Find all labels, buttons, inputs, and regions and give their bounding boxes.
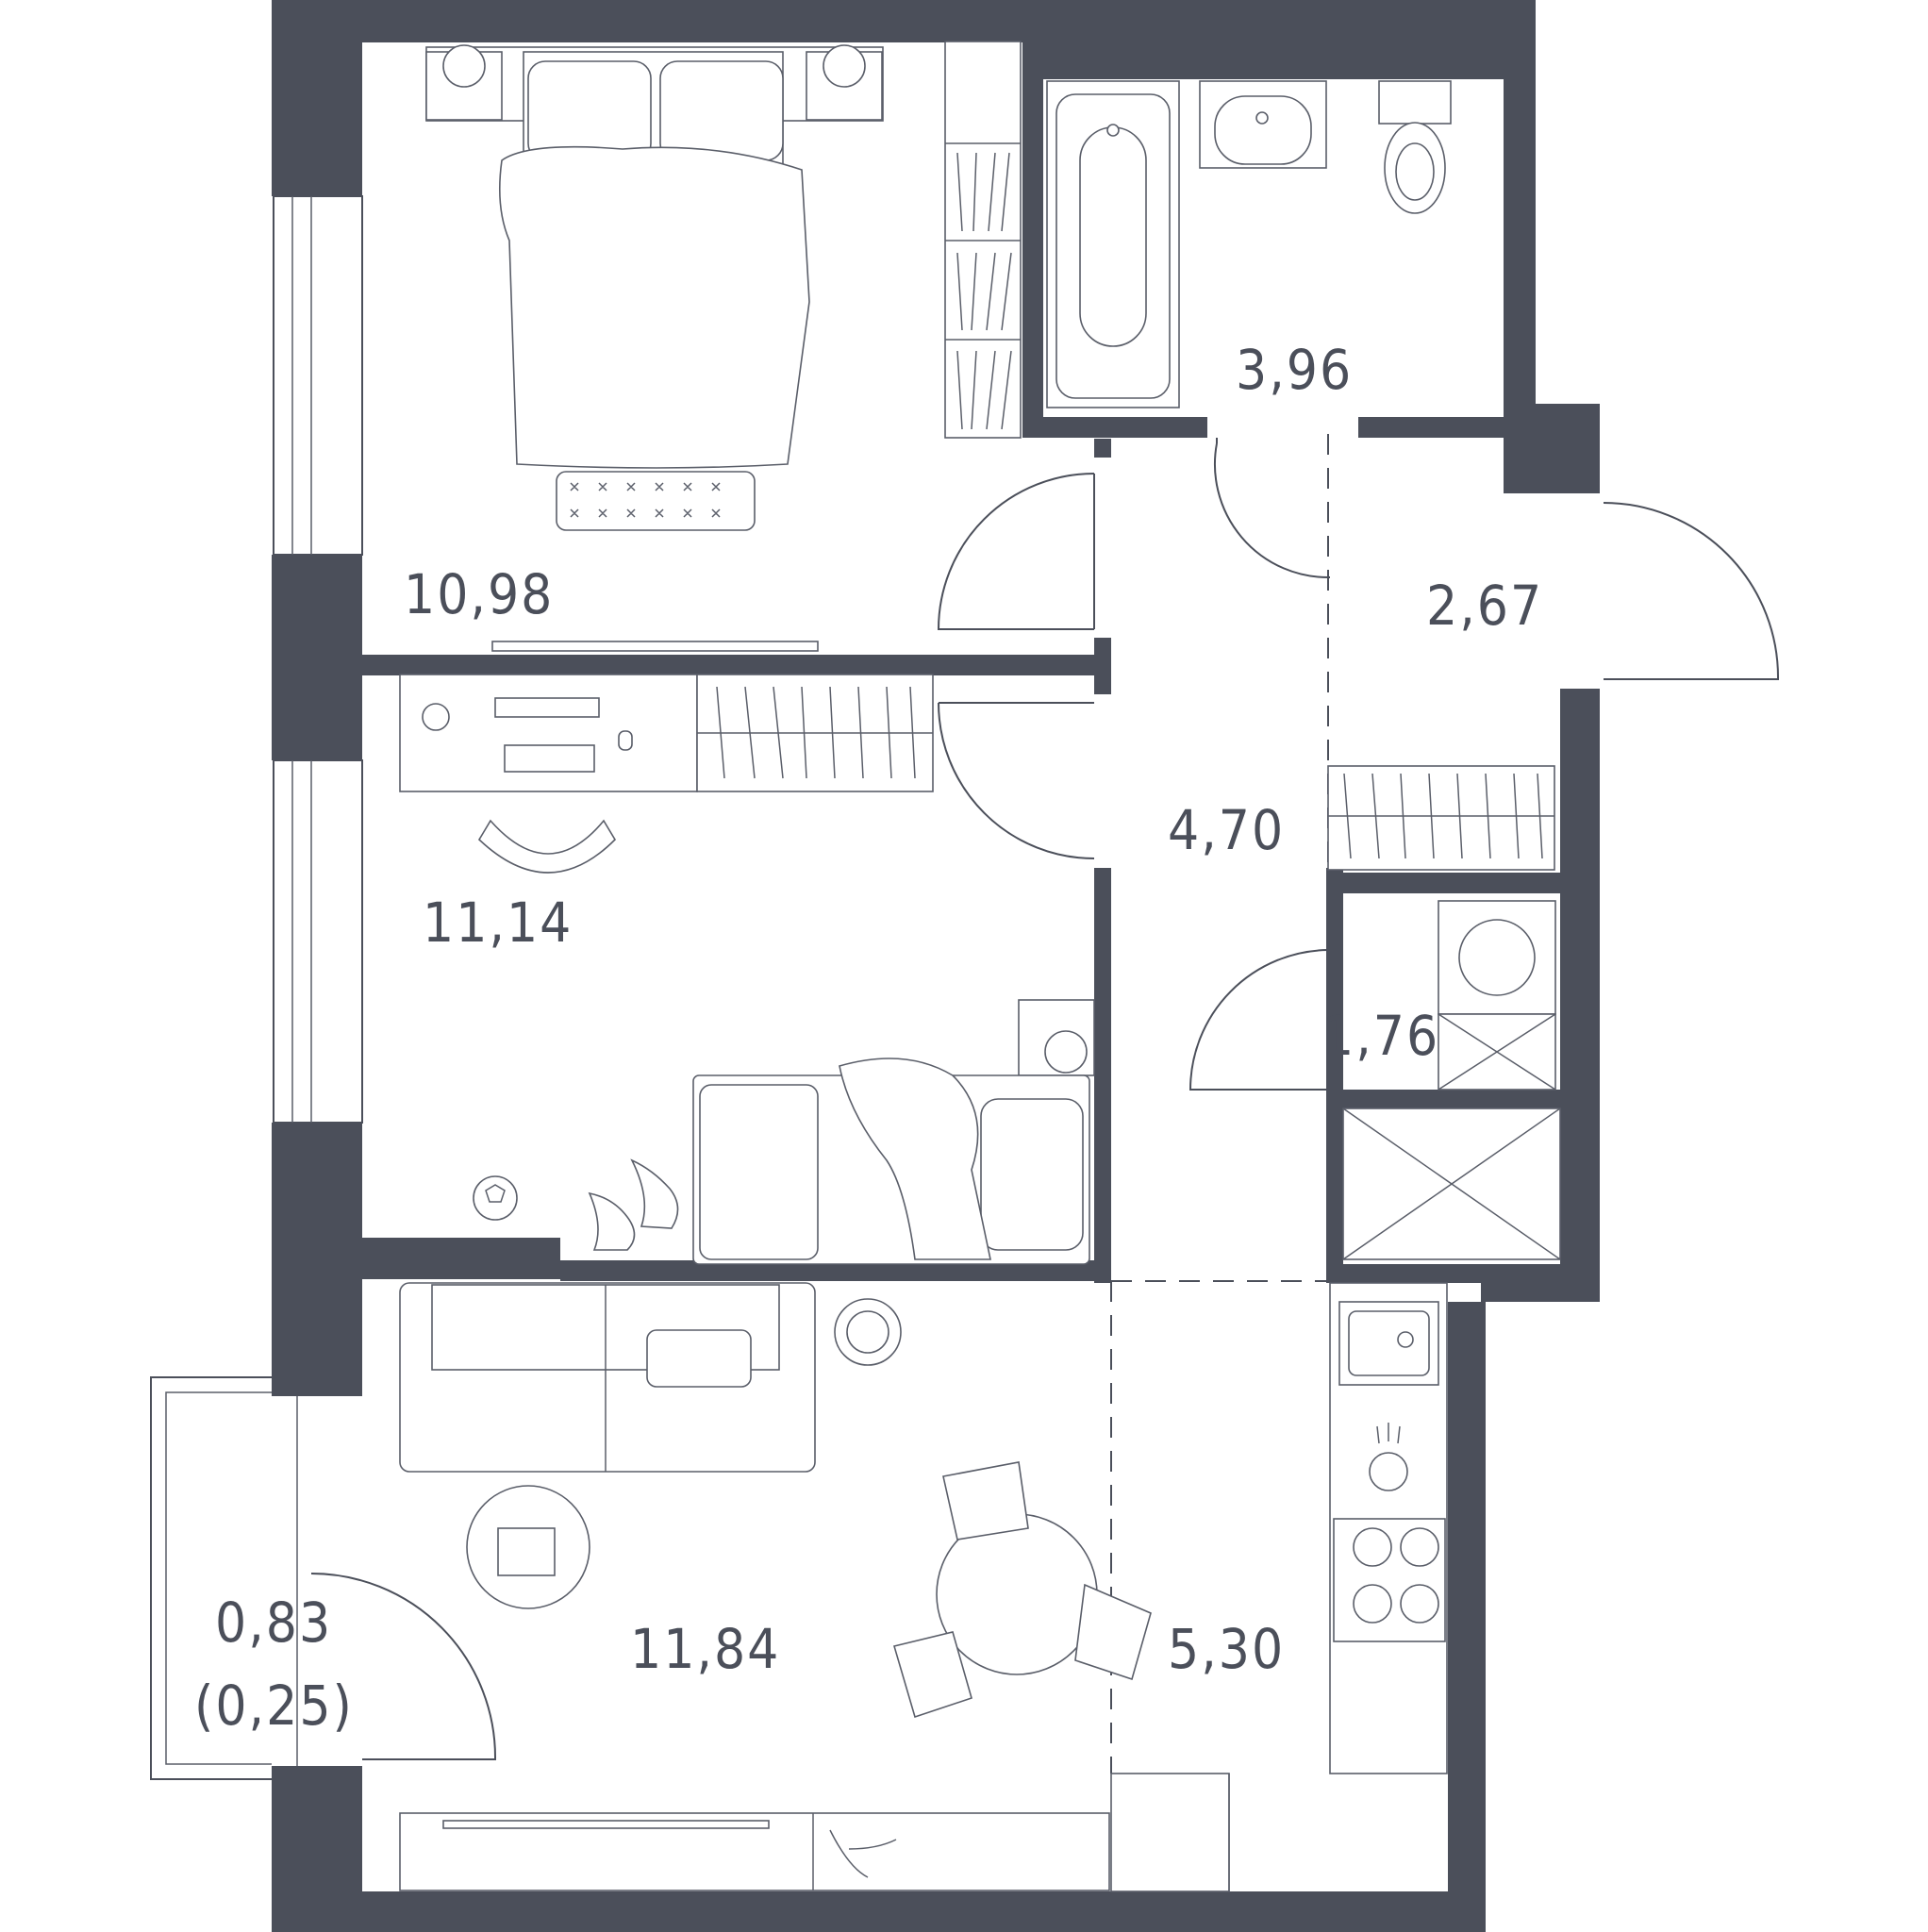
sofa-icon [399, 1282, 816, 1473]
area-label-balcony: 0,83 [215, 1591, 332, 1655]
area-label-bathroom: 3,96 [1236, 338, 1353, 402]
dishwasher-icon [1369, 1423, 1408, 1491]
doors[interactable] [310, 438, 1780, 1760]
armchair-icon [834, 1298, 902, 1366]
area-label-entrance: 2,67 [1426, 574, 1543, 638]
coffee-table-icon [466, 1485, 590, 1609]
zone-dividers [1110, 434, 1329, 1774]
dining-table-icon [892, 1461, 1152, 1719]
tv-unit-icon [399, 1812, 1110, 1891]
area-label-bedroom-2: 11,14 [423, 891, 573, 955]
area-label-balcony-reduced: (0,25) [194, 1674, 354, 1738]
toilet-icon [1378, 80, 1452, 214]
balcony [150, 1376, 272, 1780]
tv-icon [491, 641, 819, 652]
washing-machine-icon [1438, 900, 1556, 1091]
area-label-kitchen: 5,30 [1168, 1617, 1285, 1681]
bed-icon [692, 999, 1095, 1265]
area-label-storage: 1,76 [1322, 1004, 1439, 1068]
wardrobe-icon [696, 674, 934, 792]
wardrobe-icon [944, 41, 1022, 439]
desk-icon [399, 674, 698, 792]
area-label-bedroom-1: 10,98 [404, 562, 554, 626]
area-label-living-room: 11,84 [630, 1617, 780, 1681]
wardrobe-icon [1327, 765, 1555, 871]
skates-icon [588, 1158, 679, 1251]
area-labels: 10,98 11,14 11,84 5,30 3,96 4,70 2,67 1,… [194, 338, 1543, 1738]
kitchen-sink-icon [1338, 1301, 1439, 1386]
ball-icon [473, 1175, 518, 1221]
fridge-icon [1110, 1773, 1230, 1892]
sink-icon [1199, 80, 1327, 169]
bed-icon [425, 44, 884, 531]
plant-icon [829, 1829, 897, 1878]
chair-icon [477, 819, 617, 874]
stove-icon [1333, 1518, 1446, 1642]
area-label-hall: 4,70 [1168, 798, 1285, 862]
bathtub-icon [1046, 80, 1180, 408]
walls [272, 0, 1600, 1932]
windows [273, 195, 363, 1766]
storage-shelf-icon [1342, 1108, 1561, 1260]
